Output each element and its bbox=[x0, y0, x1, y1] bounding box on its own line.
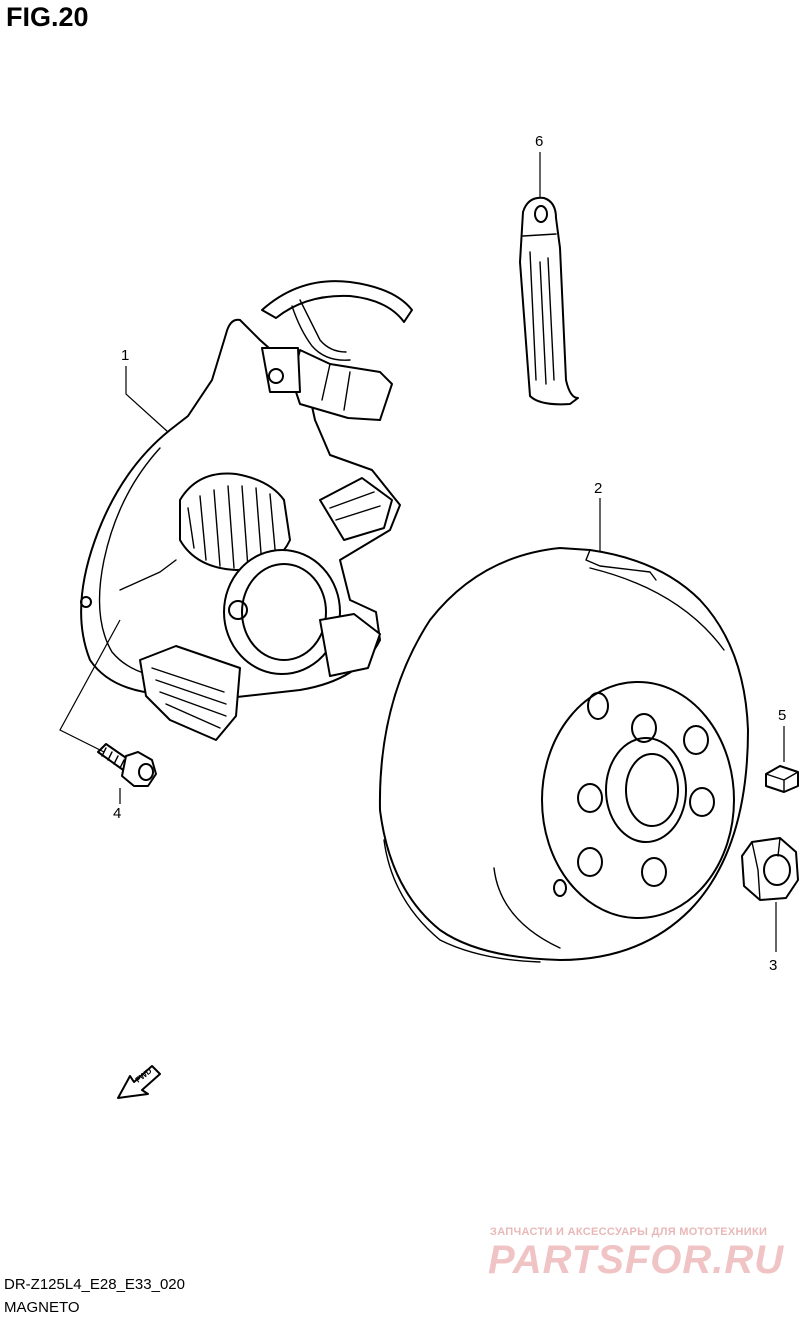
figure-title: FIG.20 bbox=[6, 2, 89, 32]
callout-3: 3 bbox=[769, 957, 778, 974]
watermark-site: PARTSFOR.RU bbox=[488, 1238, 785, 1282]
part-1-stator-drawing[interactable] bbox=[80, 280, 413, 741]
part-6-clamp-drawing[interactable] bbox=[519, 196, 579, 406]
watermark-tagline: ЗАПЧАСТИ И АКСЕССУАРЫ ДЛЯ МОТОТЕХНИКИ bbox=[490, 1226, 768, 1238]
callout-2: 2 bbox=[594, 480, 603, 497]
diagram-code: DR-Z125L4_E28_E33_020 bbox=[4, 1276, 185, 1293]
callout-5: 5 bbox=[778, 707, 787, 724]
part-2-rotor-drawing[interactable] bbox=[378, 547, 749, 963]
part-5-key-drawing[interactable] bbox=[765, 765, 799, 793]
part-4-screw-drawing[interactable] bbox=[97, 743, 157, 787]
part-3-nut-drawing[interactable] bbox=[741, 837, 799, 901]
callout-1: 1 bbox=[121, 347, 130, 364]
leader-lines bbox=[59, 152, 785, 952]
callout-4: 4 bbox=[113, 805, 122, 822]
callout-6: 6 bbox=[535, 133, 544, 150]
fwd-arrow-icon: FWD bbox=[117, 1065, 161, 1099]
diagram-name: MAGNETO bbox=[4, 1299, 80, 1316]
